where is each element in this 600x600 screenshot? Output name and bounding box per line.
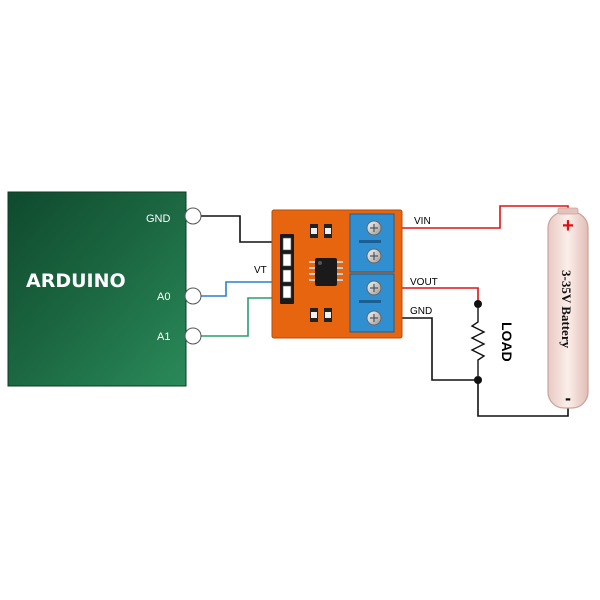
wire-gnd-arduino [194,215,286,243]
battery-minus-icon: - [565,388,571,408]
terminal-block-bottom [349,273,395,333]
wire-battery-negative [477,380,569,417]
pin-gnd-connector[interactable] [184,207,202,225]
pin-a0-connector[interactable] [184,287,202,305]
pin-a1-connector[interactable] [184,327,202,345]
wire-a0 [194,281,286,297]
arduino-board: ARDUINO GND A0 A1 [7,191,187,387]
terminal-label-gnd: GND [410,306,432,317]
ic-chip [309,258,343,286]
vt-label: VT [254,265,267,276]
arduino-title: ARDUINO [26,270,126,292]
battery: + - [547,207,589,409]
terminal-block-top [349,213,395,273]
terminal-label-vout: VOUT [410,277,438,288]
wire-a1 [194,297,286,337]
wire-gnd-module [402,317,478,381]
battery-label: 3-35V Battery [559,270,574,349]
pin-label-gnd: GND [146,213,171,225]
battery-plus-icon: + [562,215,574,237]
sensor-module [271,209,403,339]
terminal-label-vin: VIN [414,216,431,227]
load-resistor [470,300,486,384]
pin-label-a0: A0 [157,291,170,303]
wire-vout [402,287,479,302]
pin-label-a1: A1 [157,331,170,343]
load-label: LOAD [499,322,515,362]
